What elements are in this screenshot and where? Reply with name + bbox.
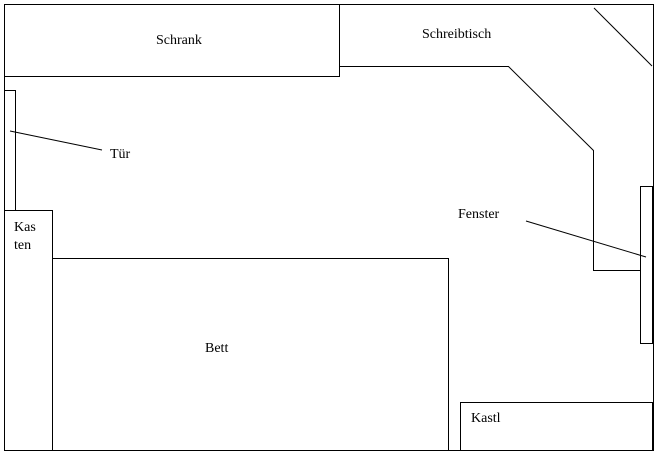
window-box [640, 186, 653, 344]
schrank-label: Schrank [156, 33, 202, 48]
bett-box [52, 258, 449, 451]
door-pointer-line [9, 130, 103, 151]
corner-diagonal-line [593, 7, 653, 67]
window-pointer-line [525, 220, 647, 258]
fenster-label: Fenster [458, 207, 500, 222]
kasten-label-line1: Kas [14, 220, 36, 235]
schrank-box [4, 4, 340, 77]
door-box [4, 90, 16, 211]
kastl-label: Kastl [471, 411, 501, 426]
bett-label: Bett [205, 341, 228, 356]
kastl-box [460, 402, 653, 451]
kasten-box [4, 210, 53, 451]
schreibtisch-outline [339, 66, 641, 271]
tuer-label: Tür [110, 147, 131, 162]
kasten-label-line2: ten [14, 238, 31, 253]
schreibtisch-label: Schreibtisch [422, 27, 491, 42]
